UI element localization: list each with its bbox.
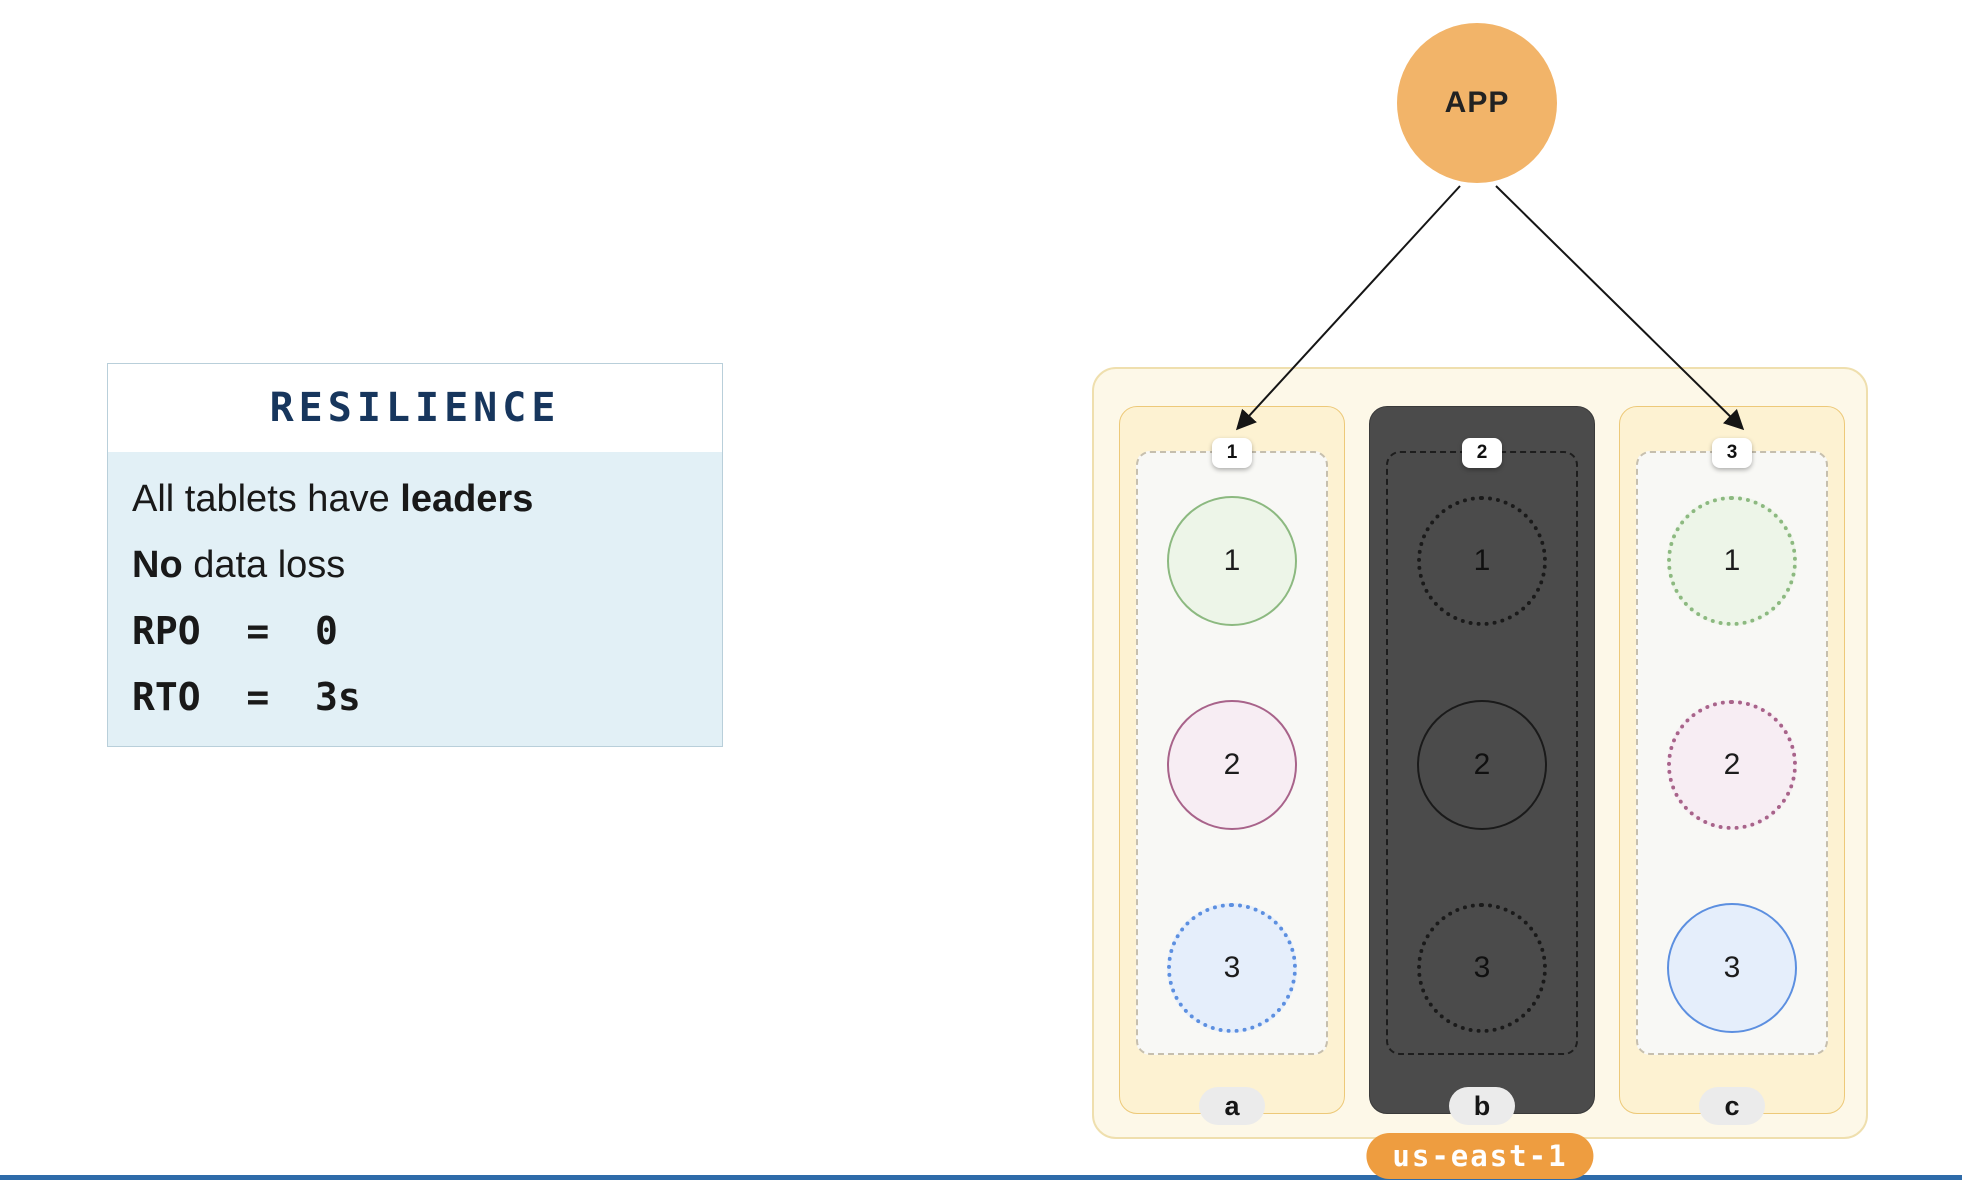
tablet-b2-down: 2 [1417,700,1547,830]
tablet-c1-follower: 1 [1667,496,1797,626]
card-line-tablets: All tablets have leaders [132,466,698,532]
zone-c: 3 1 2 3 c [1619,406,1845,1125]
tablet-b2-label: 2 [1473,748,1491,781]
zone-a-node-badge: 1 [1212,438,1252,468]
resilience-card: RESILIENCE All tablets have leaders No d… [107,363,723,747]
bottom-accent-bar [0,1175,1962,1180]
tablet-b1-label: 1 [1473,544,1491,577]
resilience-card-body: All tablets have leaders No data loss RP… [108,452,722,746]
region-label: us-east-1 [1366,1133,1594,1179]
tablet-c3-label: 3 [1723,951,1741,984]
card-line-dataloss: No data loss [132,532,698,598]
zone-c-node: 3 1 2 3 [1636,438,1828,1055]
card-line-rpo: RPO = 0 [132,609,338,653]
app-label: APP [1444,86,1510,119]
zone-b-node: 2 1 2 3 [1386,438,1578,1055]
tablet-c3-leader: 3 [1667,903,1797,1033]
tablet-c1-label: 1 [1723,544,1741,577]
tablet-c2-label: 2 [1723,748,1741,781]
tablet-a1-label: 1 [1223,544,1241,577]
tablet-a1-leader: 1 [1167,496,1297,626]
line1-text: All tablets have [132,478,401,520]
zone-a: 1 1 2 3 a [1119,406,1345,1125]
tablet-b3-label: 3 [1473,951,1491,984]
resilience-card-header: RESILIENCE [108,364,722,452]
card-title: RESILIENCE [269,385,561,431]
zone-b-down: 2 1 2 3 b [1369,406,1595,1125]
tablet-a3-follower: 3 [1167,903,1297,1033]
zone-c-label: c [1699,1087,1765,1125]
zone-a-label: a [1199,1087,1265,1125]
zone-a-node: 1 1 2 3 [1136,438,1328,1055]
app-node: APP [1397,23,1557,183]
card-line-rto: RTO = 3s [132,675,361,719]
line2-text: data loss [182,544,346,586]
line2-bold: No [132,544,183,586]
tablet-b1-down: 1 [1417,496,1547,626]
zone-b-label: b [1449,1087,1515,1125]
tablet-a3-label: 3 [1223,951,1241,984]
zone-c-node-badge: 3 [1712,438,1752,468]
tablet-b3-down: 3 [1417,903,1547,1033]
tablet-c2-follower: 2 [1667,700,1797,830]
tablet-a2-leader: 2 [1167,700,1297,830]
zone-b-node-badge: 2 [1462,438,1502,468]
region-us-east-1: 1 1 2 3 a 2 1 2 3 b 3 1 2 3 [1092,367,1868,1179]
line1-bold: leaders [400,478,534,520]
tablet-a2-label: 2 [1223,748,1241,781]
